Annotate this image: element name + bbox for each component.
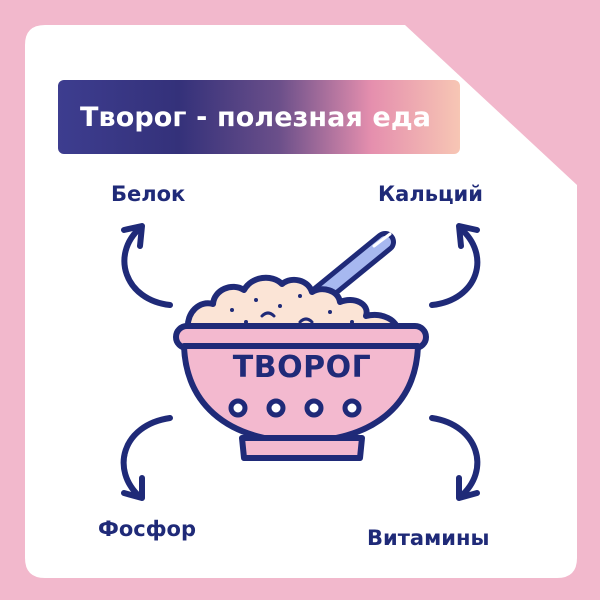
curved-arrow-icon [429,415,481,501]
curved-arrow-icon [121,223,173,308]
bowl-icon [173,323,429,461]
page-title: Творог - полезная еда [80,101,432,133]
title-banner: Творог - полезная еда [58,80,460,154]
nutrient-vitamins: Витамины [367,526,490,550]
nutrient-calcium: Кальций [378,182,483,206]
bowl-label: ТВОРОГ [232,350,372,385]
nutrient-protein: Белок [111,182,186,206]
curved-arrow-icon [120,415,173,501]
nutrient-phosphorus: Фосфор [98,517,196,541]
curved-arrow-icon [429,223,481,308]
